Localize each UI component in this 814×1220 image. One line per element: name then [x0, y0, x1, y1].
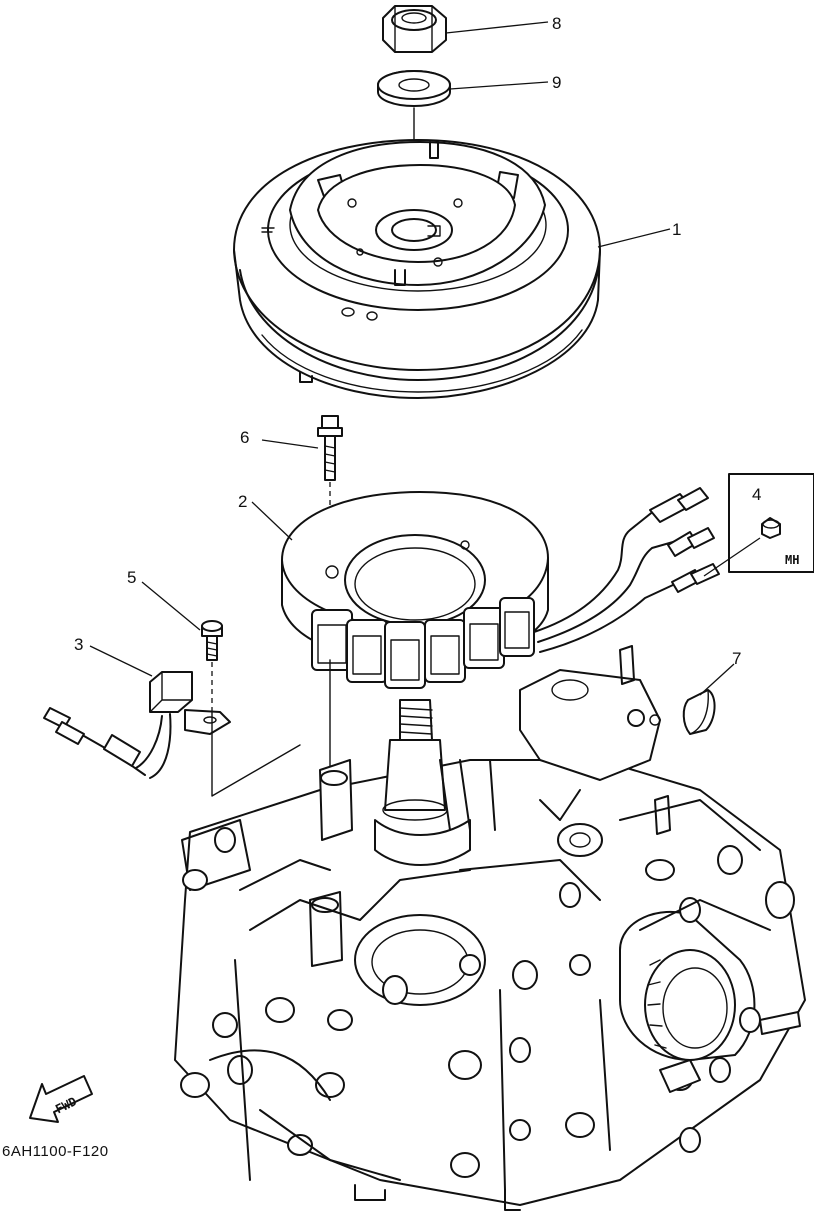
- crankshaft-end: [374, 699, 471, 866]
- callout-8: 8: [552, 14, 561, 33]
- inset-label: MH: [785, 553, 799, 567]
- stator-part-2[interactable]: [281, 491, 549, 689]
- drawing-code: 6AH1100-F120: [2, 1143, 109, 1160]
- stator-coil-6: [499, 597, 535, 657]
- callout-9: 9: [552, 73, 561, 92]
- callout-6: 6: [240, 428, 249, 447]
- bolt-part-6[interactable]: [317, 415, 343, 481]
- crankcase-block: [174, 645, 806, 1211]
- stator-coil-2: [346, 619, 388, 683]
- stator-coil-1: [311, 609, 353, 671]
- washer-part-9[interactable]: [377, 70, 451, 107]
- flywheel-part-1[interactable]: [233, 139, 601, 399]
- screw-part-5[interactable]: [201, 620, 223, 661]
- oil-filter-body: [619, 910, 756, 1061]
- stator-coil-4: [424, 619, 466, 683]
- screw-part-4[interactable]: [761, 517, 781, 539]
- woodruff-key-part-7[interactable]: [682, 689, 716, 735]
- nut-part-8[interactable]: [382, 5, 447, 53]
- callout-5: 5: [127, 568, 136, 587]
- stator-coil-5: [463, 607, 505, 669]
- callout-2: 2: [238, 492, 247, 511]
- callout-1: 1: [672, 220, 681, 239]
- stator-coil-3: [384, 621, 426, 689]
- pulser-coil-part-3[interactable]: [43, 671, 231, 779]
- stator-harness: [533, 487, 720, 653]
- callout-3: 3: [74, 635, 83, 654]
- fwd-arrow-icon: FWD: [29, 1075, 93, 1123]
- mh-inset-box: MH: [728, 473, 814, 573]
- callout-7: 7: [732, 649, 741, 668]
- callout-4: 4: [752, 485, 761, 504]
